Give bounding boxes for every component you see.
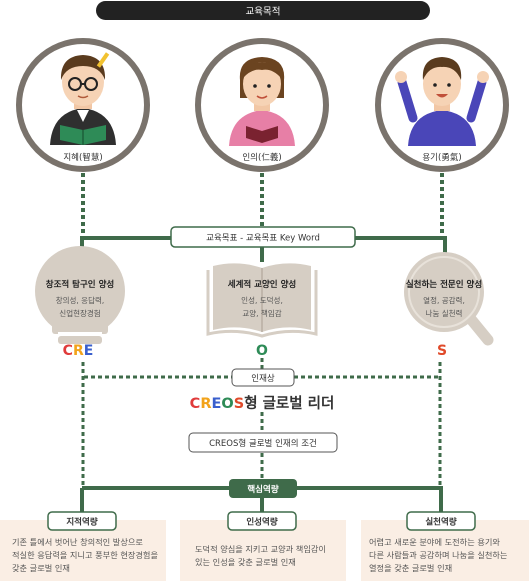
letter-e: E bbox=[84, 343, 94, 359]
desc-line: 기존 틀에서 벗어난 창의적인 발상으로 bbox=[12, 537, 143, 547]
letter-r: R bbox=[73, 343, 84, 359]
figure-label: 지혜(智慧) bbox=[63, 152, 102, 163]
competency-character: 인성역량 bbox=[227, 511, 297, 531]
competency-label: 실천역량 bbox=[425, 517, 456, 528]
competency-pill bbox=[47, 511, 117, 531]
goal-title: 실천하는 전문인 양성 bbox=[406, 279, 482, 290]
competency-desc-intellectual: 기존 틀에서 벗어난 창의적인 발상으로 적실한 응답력을 지니고 풍부한 현장… bbox=[12, 536, 166, 575]
talent-headline: CREOS형 글로벌 리더 bbox=[190, 395, 335, 412]
desc-line: 있는 인성을 갖춘 글로벌 인재 bbox=[195, 557, 296, 567]
goal-creative: 창조적 탐구인 양성 창의성, 응답력, 신업현장경험 CRE bbox=[35, 246, 125, 359]
lightbulb-icon bbox=[35, 246, 125, 344]
competency-label: 인성역량 bbox=[246, 517, 277, 528]
figure-courage: 용기(勇氣) bbox=[375, 38, 509, 172]
conditions-label: CREOS형 글로벌 인재의 조건 bbox=[209, 438, 317, 449]
goal-item: 교양, 책임감 bbox=[242, 308, 281, 318]
talent-label: 인재상 bbox=[251, 373, 275, 384]
headline-letter-r: R bbox=[200, 396, 211, 412]
figure-benevolence: 인의(仁義) bbox=[195, 38, 329, 172]
goal-item: 창의성, 응답력, bbox=[56, 295, 105, 305]
core-pill bbox=[229, 479, 297, 498]
headline-rest: 형 글로벌 리더 bbox=[244, 395, 334, 412]
goal-title: 세계적 교양인 양성 bbox=[228, 279, 296, 290]
headline-letter-s: S bbox=[234, 396, 244, 412]
goal-item: 인성, 도덕성, bbox=[241, 295, 283, 305]
competency-intellectual: 지적역량 bbox=[47, 511, 117, 531]
desc-line: 갖춘 글로벌 인재 bbox=[12, 563, 70, 573]
letter-c: C bbox=[63, 343, 73, 359]
figure-label: 인의(仁義) bbox=[242, 152, 281, 163]
goal-practical: 실천하는 전문인 양성 열정, 공감력, 나눔 실천력 S bbox=[404, 252, 494, 359]
desc-line: 다른 사람들과 공감하며 나눔을 실천하는 bbox=[369, 550, 508, 560]
student-cheering-icon bbox=[395, 57, 489, 146]
competency-pill bbox=[406, 511, 476, 531]
goal-letter: O bbox=[256, 343, 268, 359]
core-section: 핵심역량 bbox=[229, 479, 297, 498]
key-word-bar: 교육목표 - 교육목표 Key Word bbox=[170, 226, 356, 248]
goal-item: 나눔 실천력 bbox=[426, 308, 463, 318]
figure-wisdom: 지혜(智慧) bbox=[16, 38, 150, 172]
magnifier-icon bbox=[404, 252, 494, 346]
open-book-icon bbox=[206, 263, 318, 338]
headline-letter-o: O bbox=[221, 396, 233, 412]
goal-item: 열정, 공감력, bbox=[423, 295, 465, 305]
talent-pill bbox=[231, 368, 295, 387]
figure-label: 용기(勇氣) bbox=[422, 152, 461, 163]
competency-desc-character: 도덕적 양심을 지키고 교양과 책임감이 있는 인성을 갖춘 글로벌 인재 bbox=[195, 543, 345, 569]
conditions-pill bbox=[188, 432, 338, 453]
desc-line: 어렵고 새로운 분야에 도전하는 용기와 bbox=[369, 537, 500, 547]
header-pill bbox=[96, 1, 430, 20]
desc-line: 열정을 갖춘 글로벌 인재 bbox=[369, 563, 453, 573]
key-word-pill bbox=[170, 226, 356, 248]
header: 교육목적 bbox=[96, 1, 430, 20]
headline-letter-e: E bbox=[212, 396, 222, 412]
goal-letter: CRE bbox=[63, 343, 94, 359]
headline-letter-c: C bbox=[190, 396, 201, 412]
competency-practice: 실천역량 bbox=[406, 511, 476, 531]
competency-label: 지적역량 bbox=[66, 517, 97, 528]
goal-title: 창조적 탐구인 양성 bbox=[46, 279, 114, 290]
goal-item: 신업현장경험 bbox=[59, 308, 100, 318]
student-book-icon bbox=[229, 57, 295, 146]
student-reading-icon bbox=[50, 52, 116, 145]
goal-letter: S bbox=[437, 343, 447, 359]
key-word-label: 교육목표 - 교육목표 Key Word bbox=[206, 234, 320, 244]
talent-section: 인재상 CREOS형 글로벌 리더 CREOS형 글로벌 인재의 조건 bbox=[188, 368, 338, 453]
goal-global: 세계적 교양인 양성 인성, 도덕성, 교양, 책임감 O bbox=[206, 263, 318, 359]
header-title: 교육목적 bbox=[246, 6, 281, 18]
desc-line: 도덕적 양심을 지키고 교양과 책임감이 bbox=[195, 544, 326, 554]
competency-desc-practice: 어렵고 새로운 분야에 도전하는 용기와 다른 사람들과 공감하며 나눔을 실천… bbox=[369, 536, 527, 575]
competency-pill bbox=[227, 511, 297, 531]
core-label: 핵심역량 bbox=[247, 484, 278, 495]
desc-line: 적실한 응답력을 지니고 풍부한 현장경험을 bbox=[12, 550, 158, 560]
